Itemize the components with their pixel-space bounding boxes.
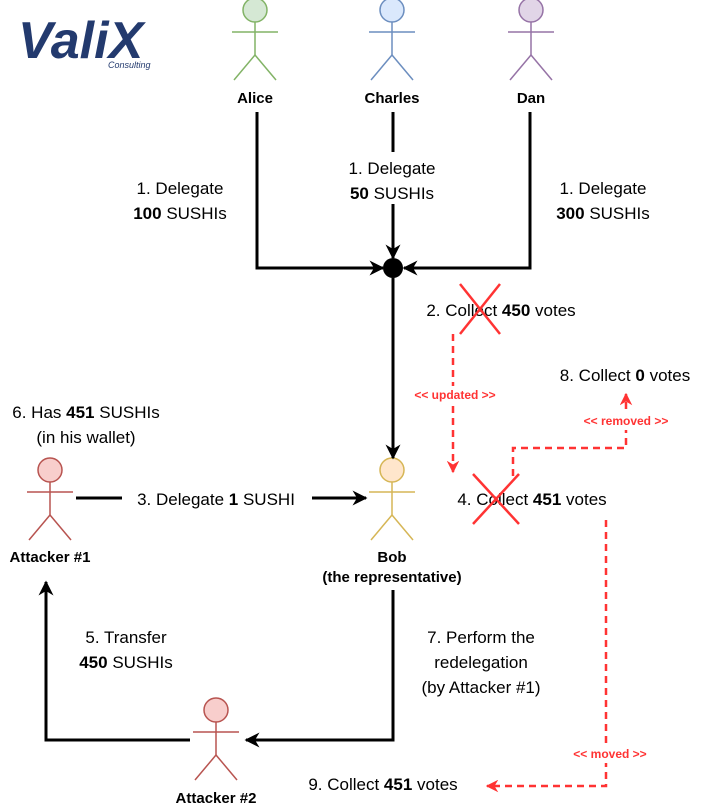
collect8-unit: votes (645, 366, 690, 385)
collect9-prefix: 9. Collect (308, 775, 384, 794)
logo-subtitle: Consulting (108, 60, 151, 70)
logo-text: ValiX (18, 12, 147, 70)
charles-delegate-line1: 1. Delegate (349, 159, 436, 178)
charles-delegate-amount: 50 (350, 184, 369, 203)
note-collect-451-final: 9. Collect 451 votes (308, 775, 457, 794)
updated-label-bg (400, 386, 510, 404)
actor-bob-figure (369, 457, 415, 541)
has-prefix: 6. Has (12, 403, 66, 422)
cross-mark-collect-451 (472, 473, 520, 525)
label-charles-delegate: 1. Delegate 50 SUSHIs (349, 159, 436, 203)
actor-charles-figure (369, 0, 415, 81)
valix-logo: ValiX Consulting (18, 12, 151, 70)
charles-delegate-unit: SUSHIs (369, 184, 434, 203)
edge-dan-to-junction (402, 112, 532, 276)
alice-delegate-amount: 100 (133, 204, 161, 223)
dan-delegate-amount: 300 (556, 204, 584, 223)
label-transfer: 5. Transfer 450 SUSHIs (79, 628, 173, 672)
actor-bob-role: (the representative) (322, 569, 461, 586)
note-collect-0: 8. Collect 0 votes (560, 366, 690, 385)
dashed-arrow-removed (511, 392, 633, 476)
actor-alice-name: Alice (237, 90, 273, 107)
dan-delegate-unit: SUSHIs (585, 204, 650, 223)
marker-moved: << moved >> (573, 747, 646, 761)
redelegation-line1: 7. Perform the (427, 628, 535, 647)
actor-dan-name: Dan (517, 90, 545, 107)
collect9-amount: 451 (384, 775, 412, 794)
has-line1: 6. Has 451 SUSHIs (12, 403, 159, 422)
alice-delegate-line1: 1. Delegate (137, 179, 224, 198)
note-has-sushis: 6. Has 451 SUSHIs (in his wallet) (12, 403, 159, 447)
collect2-amount: 450 (502, 301, 530, 320)
transfer-amount: 450 (79, 653, 107, 672)
attacker-delegate-prefix: 3. Delegate (137, 490, 229, 509)
alice-delegate-unit: SUSHIs (162, 204, 227, 223)
removed-label-bg (570, 412, 682, 430)
collect4-unit: votes (561, 490, 606, 509)
cross-mark-collect-450 (459, 283, 501, 335)
actor-attacker1-name: Attacker #1 (10, 549, 91, 566)
label-attacker-delegate: 3. Delegate 1 SUSHI (137, 490, 295, 509)
redelegation-line3: (by Attacker #1) (421, 678, 540, 697)
charles-label-bg (305, 152, 481, 204)
transfer-line1: 5. Transfer (85, 628, 167, 647)
label-dan-delegate: 1. Delegate 300 SUSHIs (556, 179, 650, 223)
label-redelegation: 7. Perform the redelegation (by Attacker… (421, 628, 540, 697)
edge-alice-to-junction (255, 112, 385, 276)
note-collect-451: 4. Collect 451 votes (457, 490, 606, 509)
collect8-amount: 0 (635, 366, 644, 385)
collect2-prefix: 2. Collect (426, 301, 502, 320)
edge-bob-to-attacker2 (244, 590, 395, 748)
attacker-delegate-amount: 1 (229, 490, 238, 509)
dan-delegate-line1: 1. Delegate (560, 179, 647, 198)
transfer-label-bg (50, 622, 206, 674)
delegate1-label-bg (122, 484, 312, 510)
marker-updated: << updated >> (414, 388, 495, 402)
label-alice-delegate: 1. Delegate 100 SUSHIs (133, 179, 227, 223)
actor-charles-name: Charles (364, 90, 419, 107)
dan-delegate-line2: 300 SUSHIs (556, 204, 650, 223)
note-collect-450: 2. Collect 450 votes (426, 301, 575, 320)
alice-delegate-line2: 100 SUSHIs (133, 204, 227, 223)
moved-label-bg (560, 745, 660, 763)
transfer-line2: 450 SUSHIs (79, 653, 173, 672)
actor-dan-figure (508, 0, 554, 81)
actor-bob-name: Bob (377, 549, 406, 566)
transfer-unit: SUSHIs (108, 653, 173, 672)
redelegation-label-bg (398, 622, 570, 700)
collect2-unit: votes (530, 301, 575, 320)
dashed-arrow-moved (485, 520, 608, 793)
actor-attacker2-name: Attacker #2 (176, 790, 257, 807)
collect8-prefix: 8. Collect (560, 366, 636, 385)
has-unit: SUSHIs (95, 403, 160, 422)
attacker-delegate-unit: SUSHI (238, 490, 295, 509)
has-amount: 451 (66, 403, 94, 422)
collect9-unit: votes (412, 775, 457, 794)
edge-attacker2-to-attacker1 (38, 580, 190, 742)
actor-alice-figure (232, 0, 278, 81)
junction-node (383, 258, 403, 278)
has-line2: (in his wallet) (36, 428, 135, 447)
collect4-amount: 451 (533, 490, 561, 509)
actor-attacker2-figure (193, 697, 239, 781)
marker-removed: << removed >> (584, 414, 669, 428)
charles-delegate-line2: 50 SUSHIs (350, 184, 434, 203)
redelegation-line2: redelegation (434, 653, 528, 672)
actor-attacker1-figure (27, 457, 73, 541)
